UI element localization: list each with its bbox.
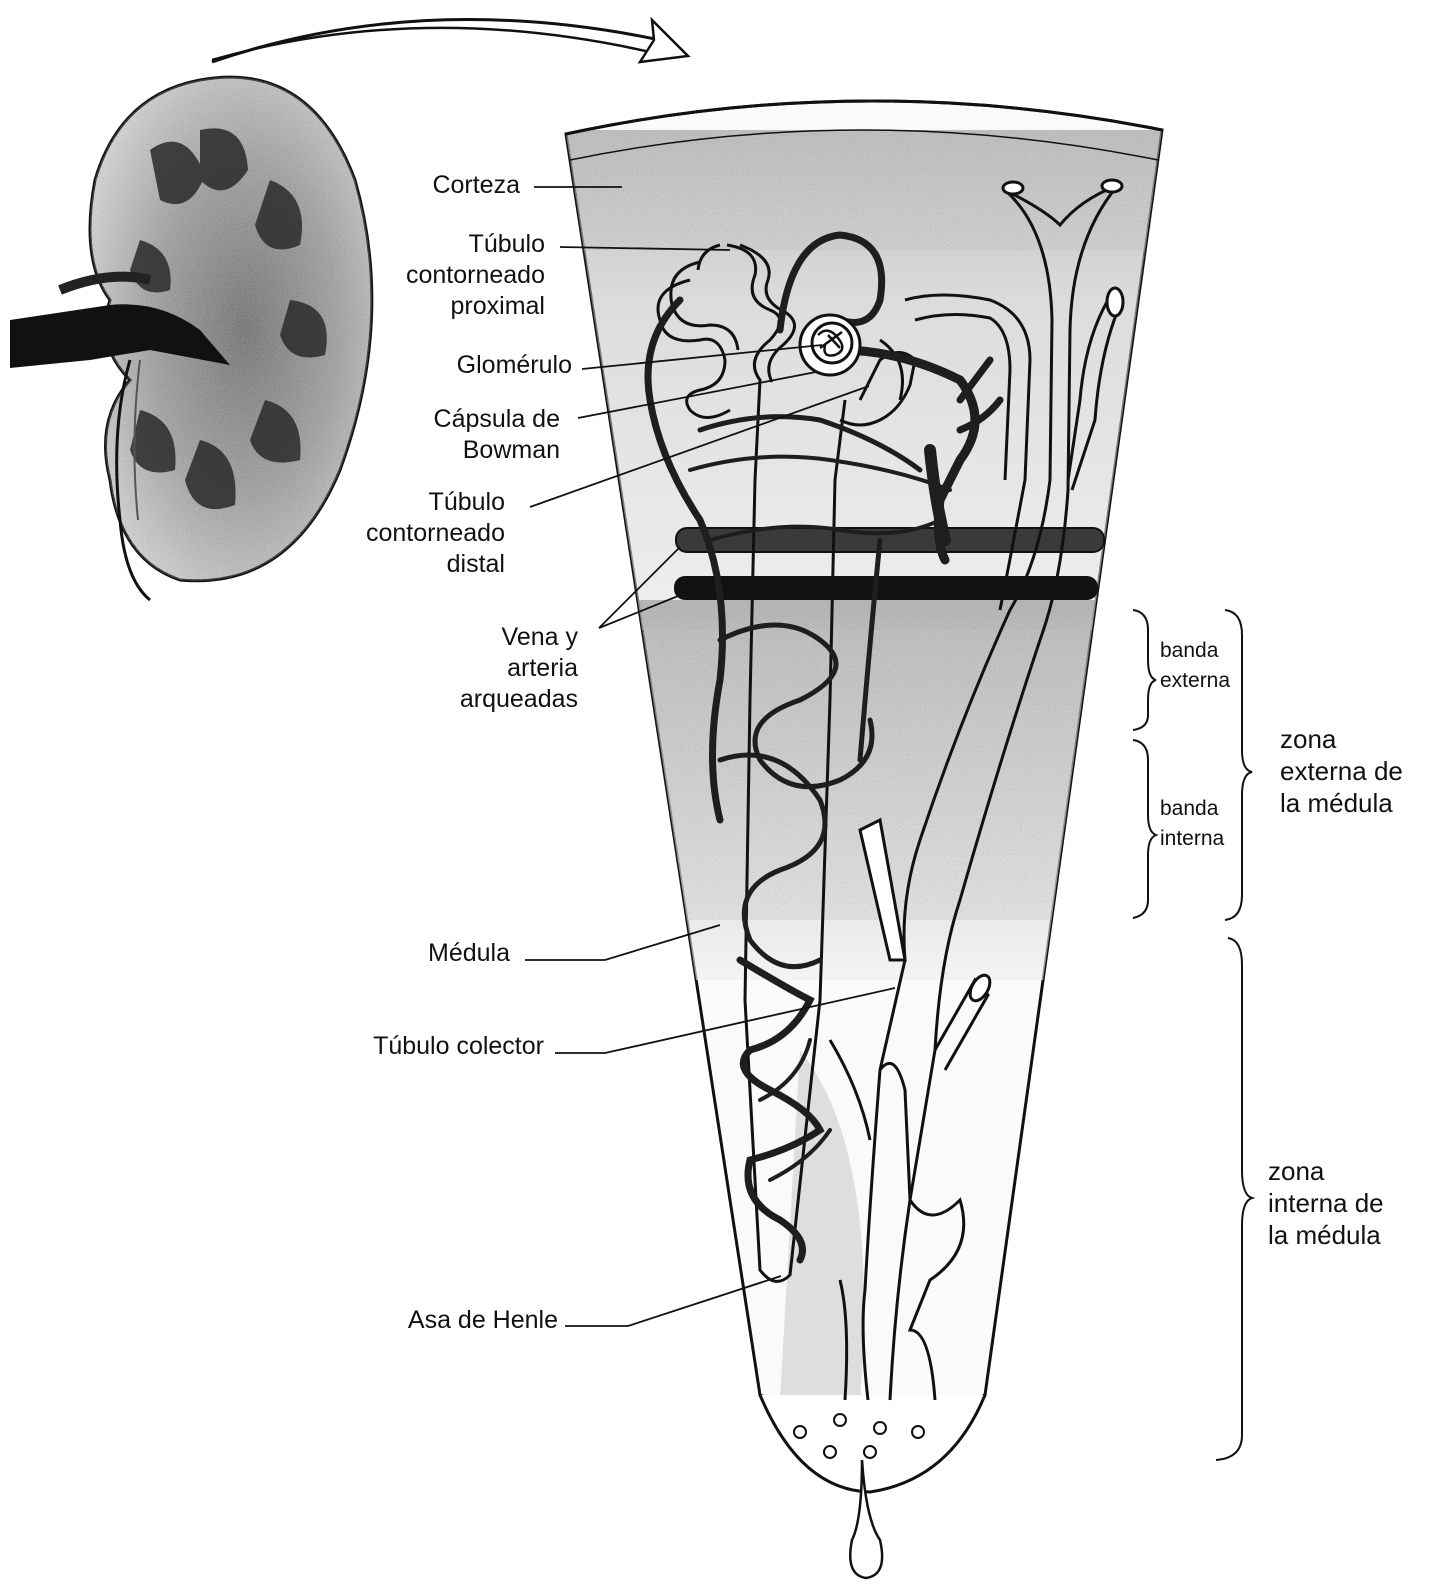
label-zona-interna-line1: zona [1268, 1155, 1384, 1187]
label-zona-externa-line1: zona [1280, 723, 1403, 755]
label-banda-externa-line2: externa [1160, 666, 1230, 696]
label-banda-externa: banda externa [1160, 636, 1230, 696]
label-zona-interna-line2: interna de [1268, 1187, 1384, 1219]
label-tubulo-proximal-line1: Túbulo [370, 229, 545, 260]
label-tubulo-distal-line2: contorneado [330, 518, 505, 549]
label-tubulo-proximal-line2: contorneado [370, 260, 545, 291]
label-tubulo-colector: Túbulo colector [320, 1031, 544, 1062]
zone-braces [1133, 610, 1252, 1460]
label-banda-interna: banda interna [1160, 794, 1224, 854]
label-vena-arteria: Vena y arteria arqueadas [420, 622, 578, 715]
label-capsula-bowman: Cápsula de Bowman [400, 404, 560, 466]
label-capsula-line2: Bowman [400, 435, 560, 466]
label-vena-line1: Vena y [420, 622, 578, 653]
glomerulus [800, 315, 860, 375]
label-zona-interna: zona interna de la médula [1268, 1155, 1384, 1251]
kidney-cross-section [10, 77, 372, 600]
label-zona-externa-line3: la médula [1280, 787, 1403, 819]
label-tubulo-distal-line1: Túbulo [330, 487, 505, 518]
label-banda-interna-line1: banda [1160, 794, 1224, 824]
connector-arrow [212, 20, 688, 62]
label-tubulo-proximal: Túbulo contorneado proximal [370, 229, 545, 322]
label-zona-externa: zona externa de la médula [1280, 723, 1403, 819]
label-tubulo-distal-line3: distal [330, 549, 505, 580]
label-asa-henle: Asa de Henle [360, 1305, 558, 1336]
label-zona-externa-line2: externa de [1280, 755, 1403, 787]
label-vena-line2: arteria [420, 653, 578, 684]
label-vena-line3: arqueadas [420, 684, 578, 715]
label-glomerulo: Glomérulo [400, 350, 572, 381]
label-medula: Médula [380, 938, 510, 969]
label-tubulo-proximal-line3: proximal [370, 291, 545, 322]
label-tubulo-distal: Túbulo contorneado distal [330, 487, 505, 580]
label-corteza: Corteza [370, 170, 520, 201]
label-zona-interna-line3: la médula [1268, 1219, 1384, 1251]
label-banda-externa-line1: banda [1160, 636, 1230, 666]
label-banda-interna-line2: interna [1160, 824, 1224, 854]
label-capsula-line1: Cápsula de [400, 404, 560, 435]
